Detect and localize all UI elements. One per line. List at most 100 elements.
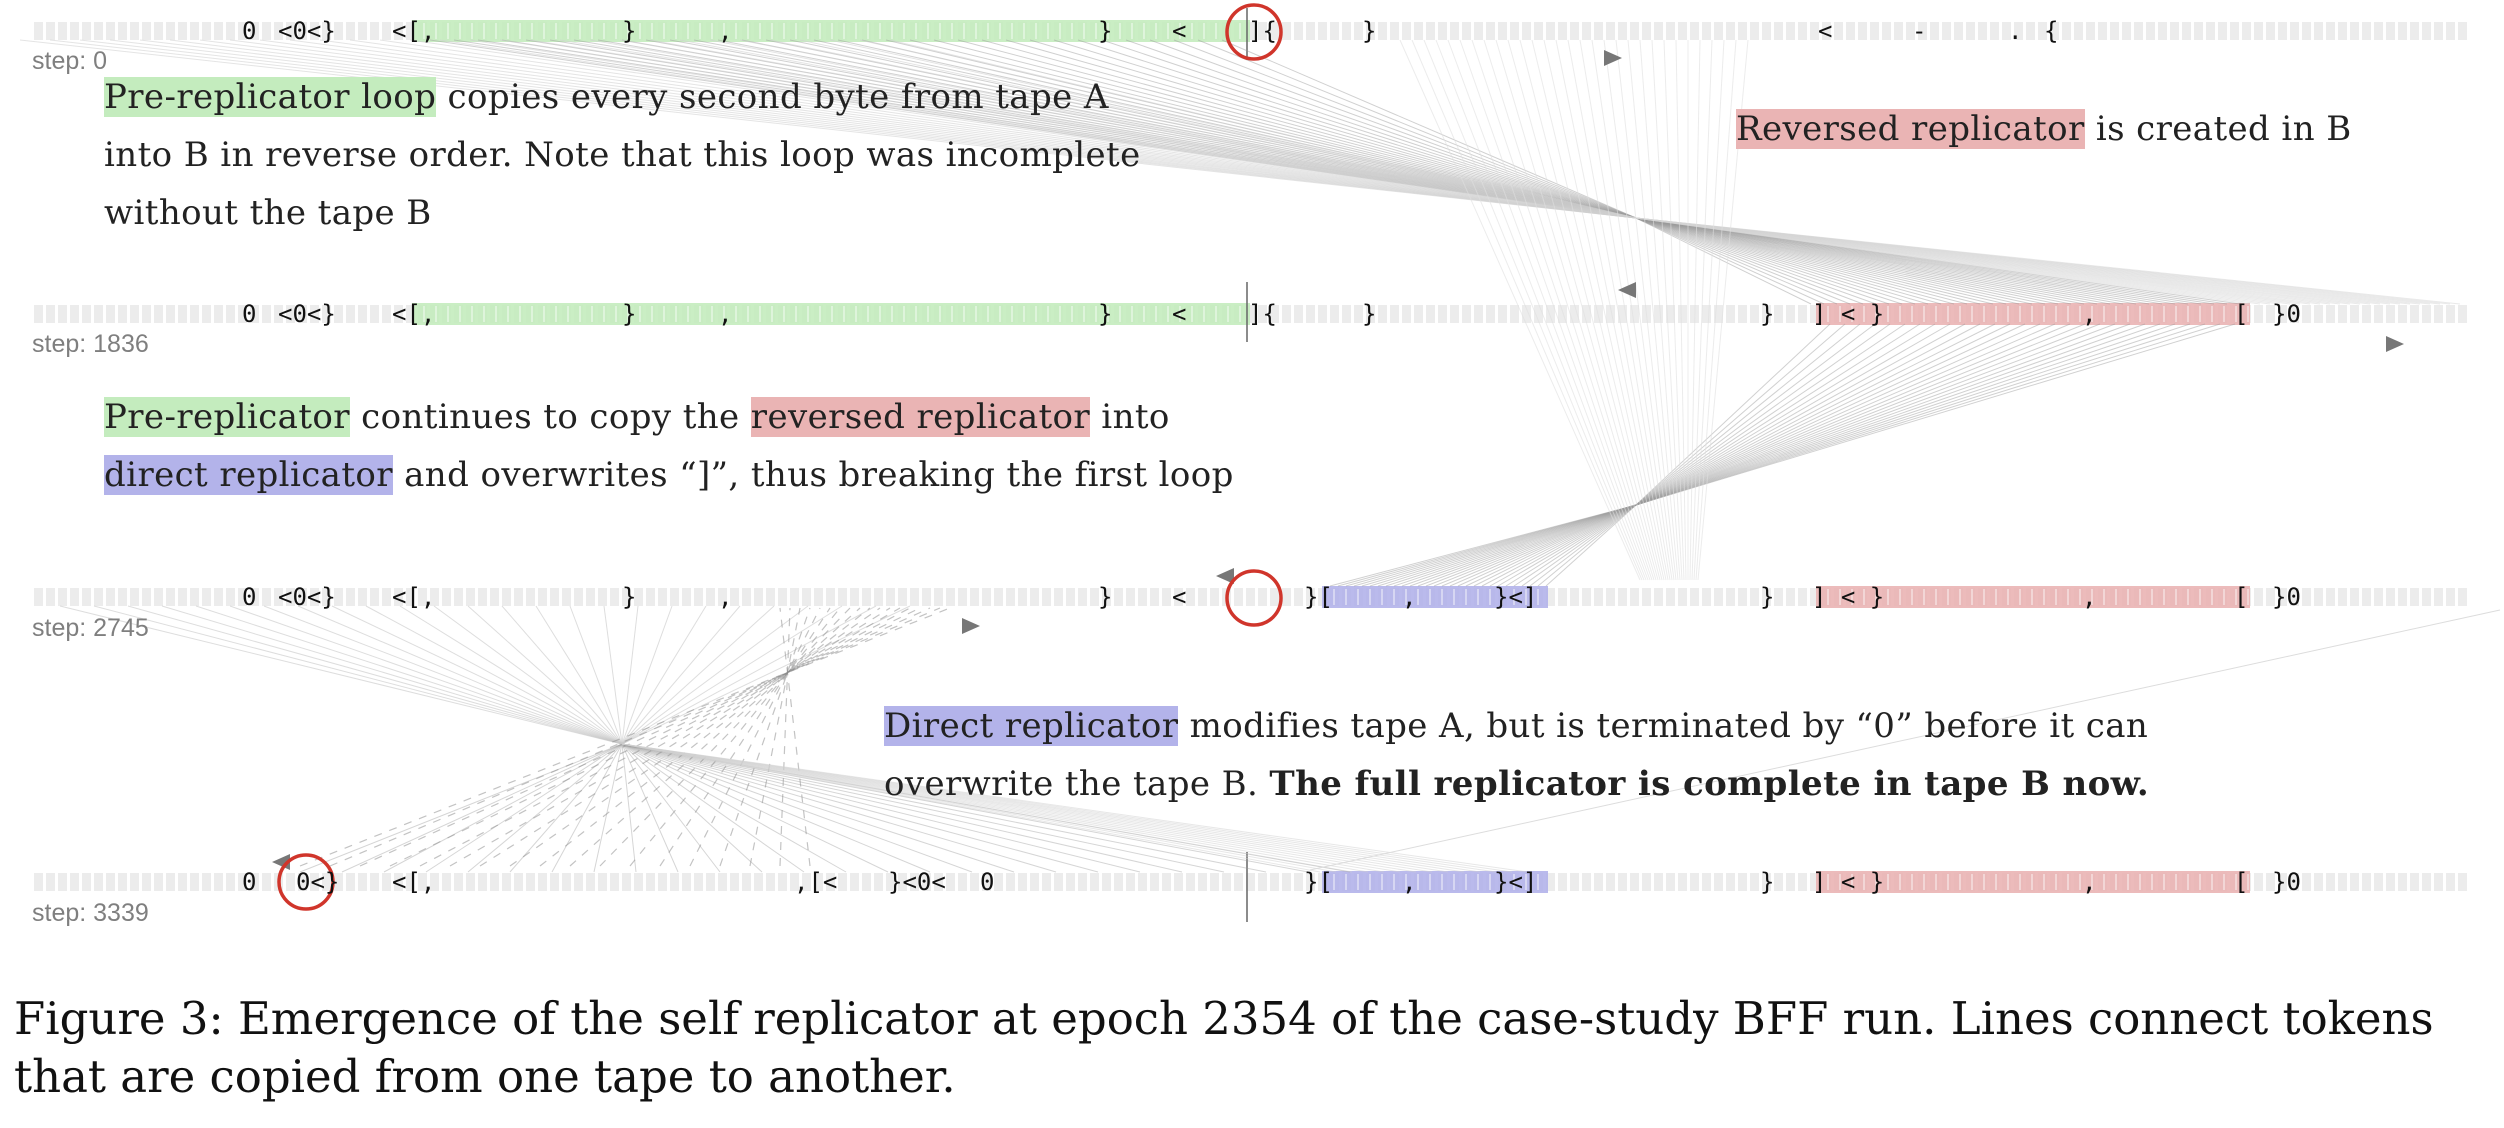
tape-cell — [1006, 873, 1015, 891]
tape-cell — [1702, 305, 1711, 323]
copy-line — [621, 605, 673, 745]
tape-cell — [898, 873, 907, 891]
tape-cell — [46, 873, 55, 891]
tape-cell — [2446, 22, 2455, 40]
tape-cell — [982, 588, 991, 606]
copy-line — [1635, 217, 1851, 305]
tape-cell — [2266, 873, 2275, 891]
tape-cell — [1042, 873, 1051, 891]
tape-cell — [1150, 873, 1159, 891]
tape-cell — [1354, 22, 1363, 40]
tape-token: }0 — [2272, 583, 2301, 611]
tape-cell — [2254, 22, 2263, 40]
tape-cell — [1558, 588, 1567, 606]
tape-cell — [394, 305, 403, 323]
tape-cell — [538, 873, 547, 891]
tape-cell — [850, 873, 859, 891]
tape-cell — [1786, 873, 1795, 891]
copy-line — [621, 743, 1057, 873]
replicator-region — [412, 303, 1250, 325]
tape-cell — [154, 305, 163, 323]
copy-line — [603, 605, 623, 745]
copy-line — [399, 605, 623, 745]
tape-cell — [106, 873, 115, 891]
tape-cell — [454, 588, 463, 606]
tape-cell — [646, 588, 655, 606]
copy-line — [569, 605, 623, 745]
dashed-copy-line — [629, 607, 841, 867]
tape-cell — [1318, 22, 1327, 40]
tape-cell — [2386, 873, 2395, 891]
tape-cell — [994, 588, 1003, 606]
tape-cell — [238, 873, 247, 891]
tape-cell — [1678, 22, 1687, 40]
tape-cell — [394, 873, 403, 891]
tape-cell — [346, 305, 355, 323]
tape-cell — [2410, 873, 2419, 891]
copy-line — [1635, 323, 2056, 506]
tape-token: <[, — [392, 300, 436, 328]
copy-line — [1385, 504, 1637, 587]
tape-cell — [142, 22, 151, 40]
tape-token: }0 — [2272, 868, 2301, 896]
copy-line — [229, 39, 1637, 219]
tape-cell — [2398, 588, 2407, 606]
tape-token: ] < } — [1812, 583, 1885, 611]
tape-cell — [142, 873, 151, 891]
tape-cell — [1102, 588, 1111, 606]
tape-cell — [2266, 22, 2275, 40]
tape-cell — [382, 873, 391, 891]
tape-token: 0 — [242, 17, 257, 45]
tape-cell — [514, 588, 523, 606]
replicator-region — [412, 20, 1250, 42]
copy-line — [59, 605, 623, 745]
tape-cell — [2302, 22, 2311, 40]
copy-line — [1173, 39, 1637, 219]
tape-cell — [82, 305, 91, 323]
tape-cell — [1738, 588, 1747, 606]
tape-cell — [1894, 22, 1903, 40]
reversed-replicator-highlight: Reversed replicator — [1736, 109, 2085, 149]
copy-line — [621, 743, 1529, 873]
tape-cell — [2206, 22, 2215, 40]
copy-line — [679, 39, 1637, 219]
tape-cell — [334, 873, 343, 891]
tape-cell — [2314, 305, 2323, 323]
tape-cell — [1738, 305, 1747, 323]
tape-token: <[, — [392, 583, 436, 611]
annotation-text: modifies tape A, but is terminated by “0… — [884, 706, 2149, 804]
tape-cell — [1246, 22, 1255, 40]
tape-cell — [550, 588, 559, 606]
tape-cell — [2278, 305, 2287, 323]
tape-cell — [1186, 873, 1195, 891]
copy-line — [621, 605, 809, 745]
tape-cell — [1618, 305, 1627, 323]
tape-cell — [2062, 22, 2071, 40]
tape-cell — [1306, 873, 1315, 891]
tape-cell — [1606, 588, 1615, 606]
copy-line — [621, 743, 847, 873]
tape-cell — [1570, 22, 1579, 40]
tape-cell — [238, 305, 247, 323]
tape-cell — [190, 22, 199, 40]
tape-cell — [1750, 22, 1759, 40]
tape-cell — [622, 588, 631, 606]
tape-token: } — [1760, 300, 1775, 328]
tape-token: } — [1760, 583, 1775, 611]
tape-cell — [370, 22, 379, 40]
arrow-head — [1604, 50, 1622, 66]
tape-cell — [2374, 873, 2383, 891]
tape-cell — [1294, 588, 1303, 606]
tape-cell — [1234, 588, 1243, 606]
tape-cell — [490, 588, 499, 606]
tape-cell — [1414, 305, 1423, 323]
tape-cell — [862, 588, 871, 606]
tape-cell — [1162, 873, 1171, 891]
dashed-copy-line — [359, 607, 931, 867]
tape-cell — [1726, 22, 1735, 40]
tape-token: , — [718, 583, 733, 611]
tape-cell — [442, 873, 451, 891]
tape-cell — [406, 22, 415, 40]
tape-token: < — [1172, 300, 1187, 328]
tape-cell — [58, 305, 67, 323]
